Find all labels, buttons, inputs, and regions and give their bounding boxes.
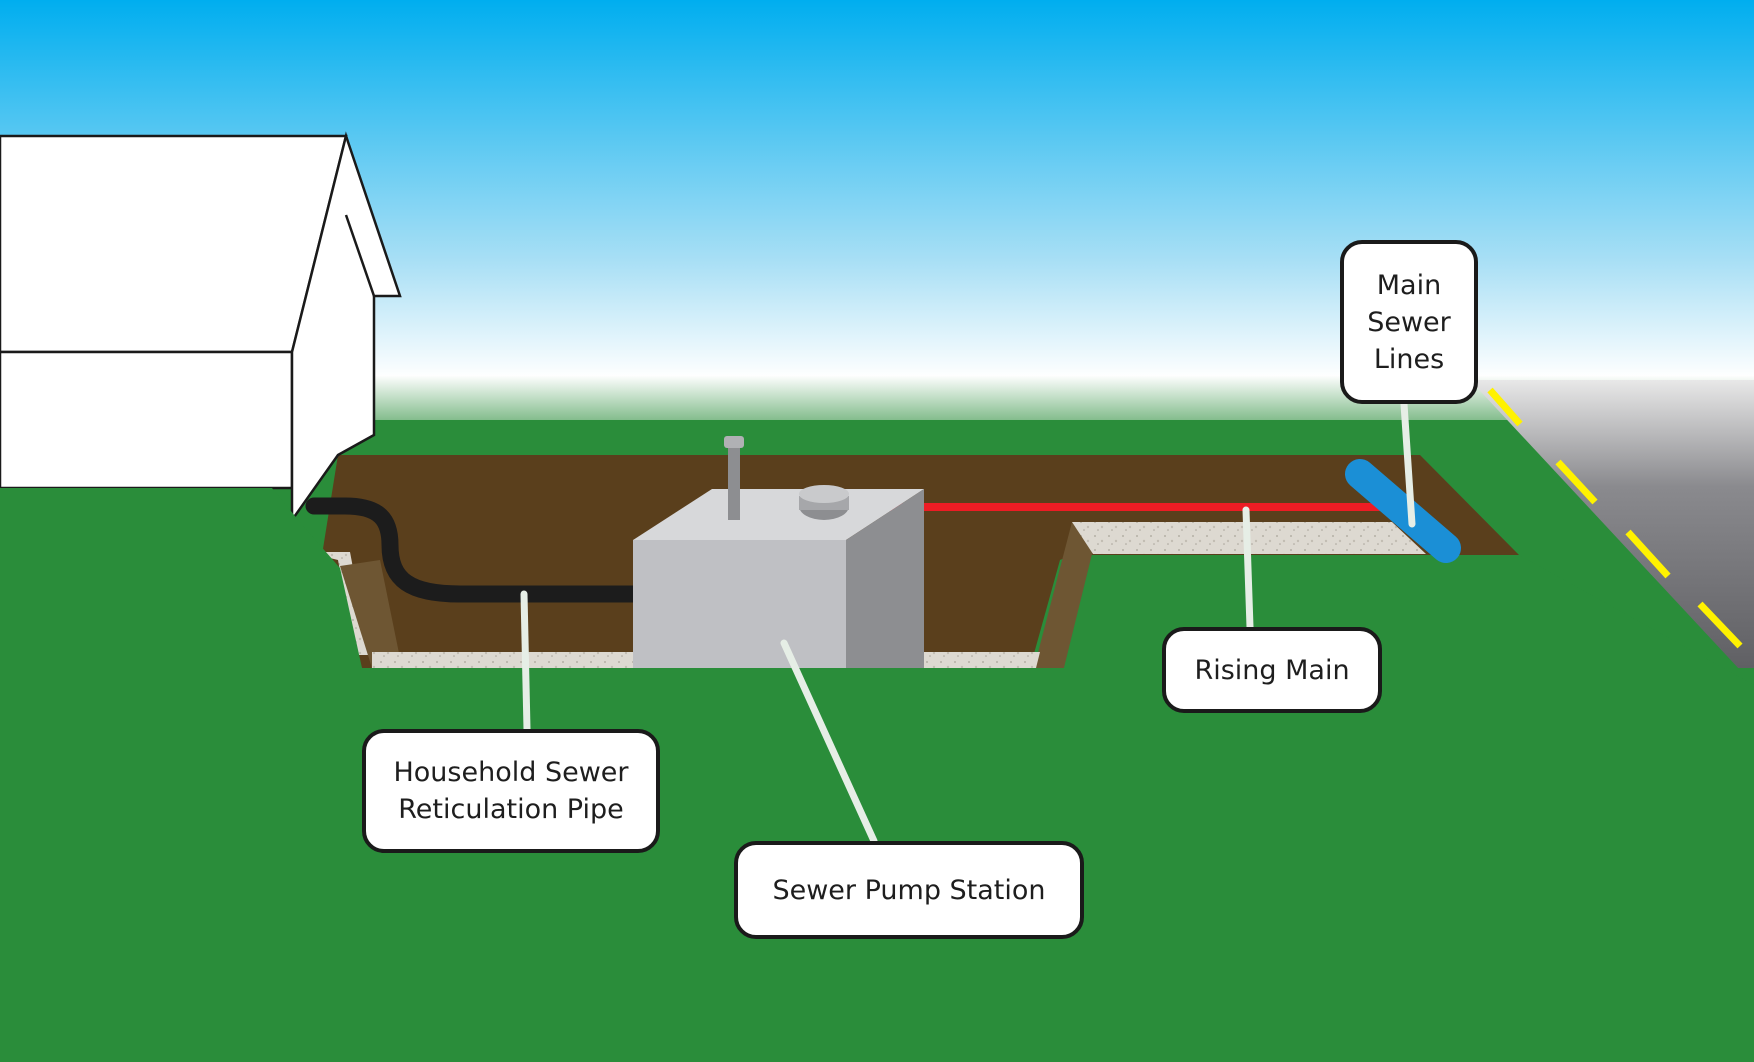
house-roof-edge: [344, 135, 402, 298]
house-front-wall: [0, 134, 348, 354]
road-dashed-centerline: [1487, 387, 1743, 649]
leader-pump-station: [780, 639, 878, 845]
household-pipe-line-2: Reticulation Pipe: [398, 794, 624, 825]
pump-station-label: Sewer Pump Station: [772, 874, 1046, 906]
callout-main-sewer-lines: Main Sewer Lines: [1340, 240, 1478, 404]
lid-top: [799, 485, 849, 503]
callout-rising-main: Rising Main: [1162, 627, 1382, 713]
main-sewer-lines-line-1: Main: [1376, 269, 1442, 301]
trench-wall-left: [340, 560, 402, 668]
household-pipe-line-1: Household Sewer: [393, 757, 629, 788]
household-sewer-pipe: [305, 497, 649, 603]
leader-main-sewer: [1400, 400, 1416, 528]
main-sewer-pipe: [1345, 459, 1461, 563]
leader-rising-main: [1242, 506, 1254, 631]
rising-main-label: Rising Main: [1194, 654, 1350, 686]
main-sewer-lines-line-3: Lines: [1373, 343, 1445, 375]
main-sewer-lines-line-2: Sewer: [1367, 306, 1451, 338]
pump-station-side: [846, 489, 924, 668]
trench-wall-right: [1034, 522, 1093, 668]
leader-lines: [520, 400, 1416, 845]
pump-station-front: [633, 540, 846, 668]
leader-household-pipe: [520, 590, 531, 733]
callout-sewer-pump-station: Sewer Pump Station: [734, 841, 1084, 939]
vent-cap: [724, 436, 744, 448]
pump-station-top: [633, 489, 924, 540]
pump-station: [633, 436, 924, 668]
callout-household-sewer-pipe: Household Sewer Reticulation Pipe: [362, 729, 660, 853]
house-lower-wall: [0, 350, 294, 490]
road: [1470, 380, 1754, 685]
vent-pipe: [728, 444, 740, 520]
grass-front-of-house: [0, 488, 362, 668]
house: [0, 131, 402, 524]
